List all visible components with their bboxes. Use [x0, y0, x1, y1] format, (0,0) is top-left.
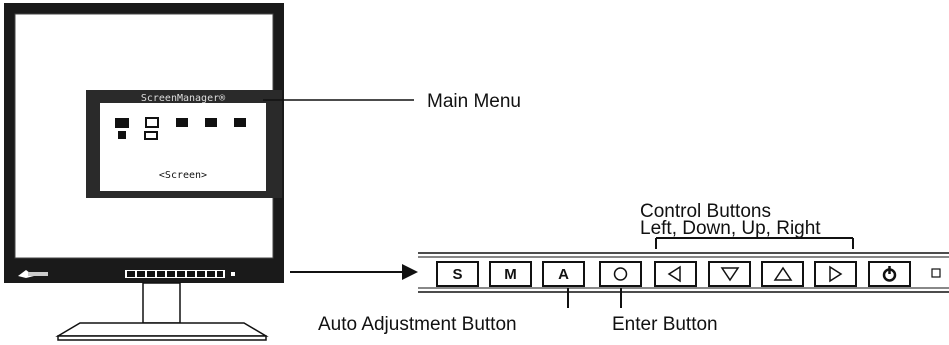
- control-buttons-directions: Left, Down, Up, Right: [640, 218, 821, 239]
- control-buttons-bracket: [655, 237, 854, 249]
- enter-button-label: Enter Button: [612, 314, 718, 335]
- osd-main-menu: ScreenManager® <Screen>: [86, 90, 282, 198]
- up-button[interactable]: [761, 261, 804, 287]
- brand-logo-icon: [18, 270, 48, 278]
- down-button[interactable]: [708, 261, 751, 287]
- triangle-up-icon: [773, 266, 793, 281]
- a-button[interactable]: A: [542, 261, 585, 287]
- enter-circle-button[interactable]: [599, 261, 642, 287]
- control-buttons-label: Control Buttons: [640, 201, 771, 222]
- osd-sound-icon: [176, 118, 188, 127]
- m-button[interactable]: M: [489, 261, 532, 287]
- osd-color-icon: [144, 117, 159, 140]
- control-panel-zoom: S M A: [418, 252, 949, 293]
- monitor-stand-neck: [142, 282, 181, 324]
- s-button-label: S: [452, 266, 462, 283]
- power-indicator-icon: [931, 268, 941, 278]
- bezel-button-strip: [125, 270, 235, 278]
- monitor-base: [55, 322, 269, 337]
- triangle-right-icon: [829, 265, 843, 283]
- zoom-arrow: [290, 264, 418, 280]
- right-button[interactable]: [814, 261, 857, 287]
- triangle-left-icon: [667, 265, 681, 283]
- osd-power-save-icon: [205, 118, 217, 127]
- main-menu-label: Main Menu: [427, 91, 521, 112]
- osd-tools-icon: [234, 118, 246, 127]
- circle-icon: [613, 267, 628, 281]
- a-button-label: A: [558, 266, 569, 283]
- osd-screen-icon: [115, 118, 129, 139]
- power-button[interactable]: [868, 261, 911, 287]
- power-icon: [882, 266, 897, 282]
- osd-title: ScreenManager®: [141, 93, 226, 104]
- osd-selection: <Screen>: [159, 170, 207, 181]
- triangle-down-icon: [720, 267, 740, 282]
- left-button[interactable]: [654, 261, 697, 287]
- m-button-label: M: [504, 266, 517, 283]
- auto-adjustment-label: Auto Adjustment Button: [318, 314, 517, 335]
- s-button[interactable]: S: [436, 261, 479, 287]
